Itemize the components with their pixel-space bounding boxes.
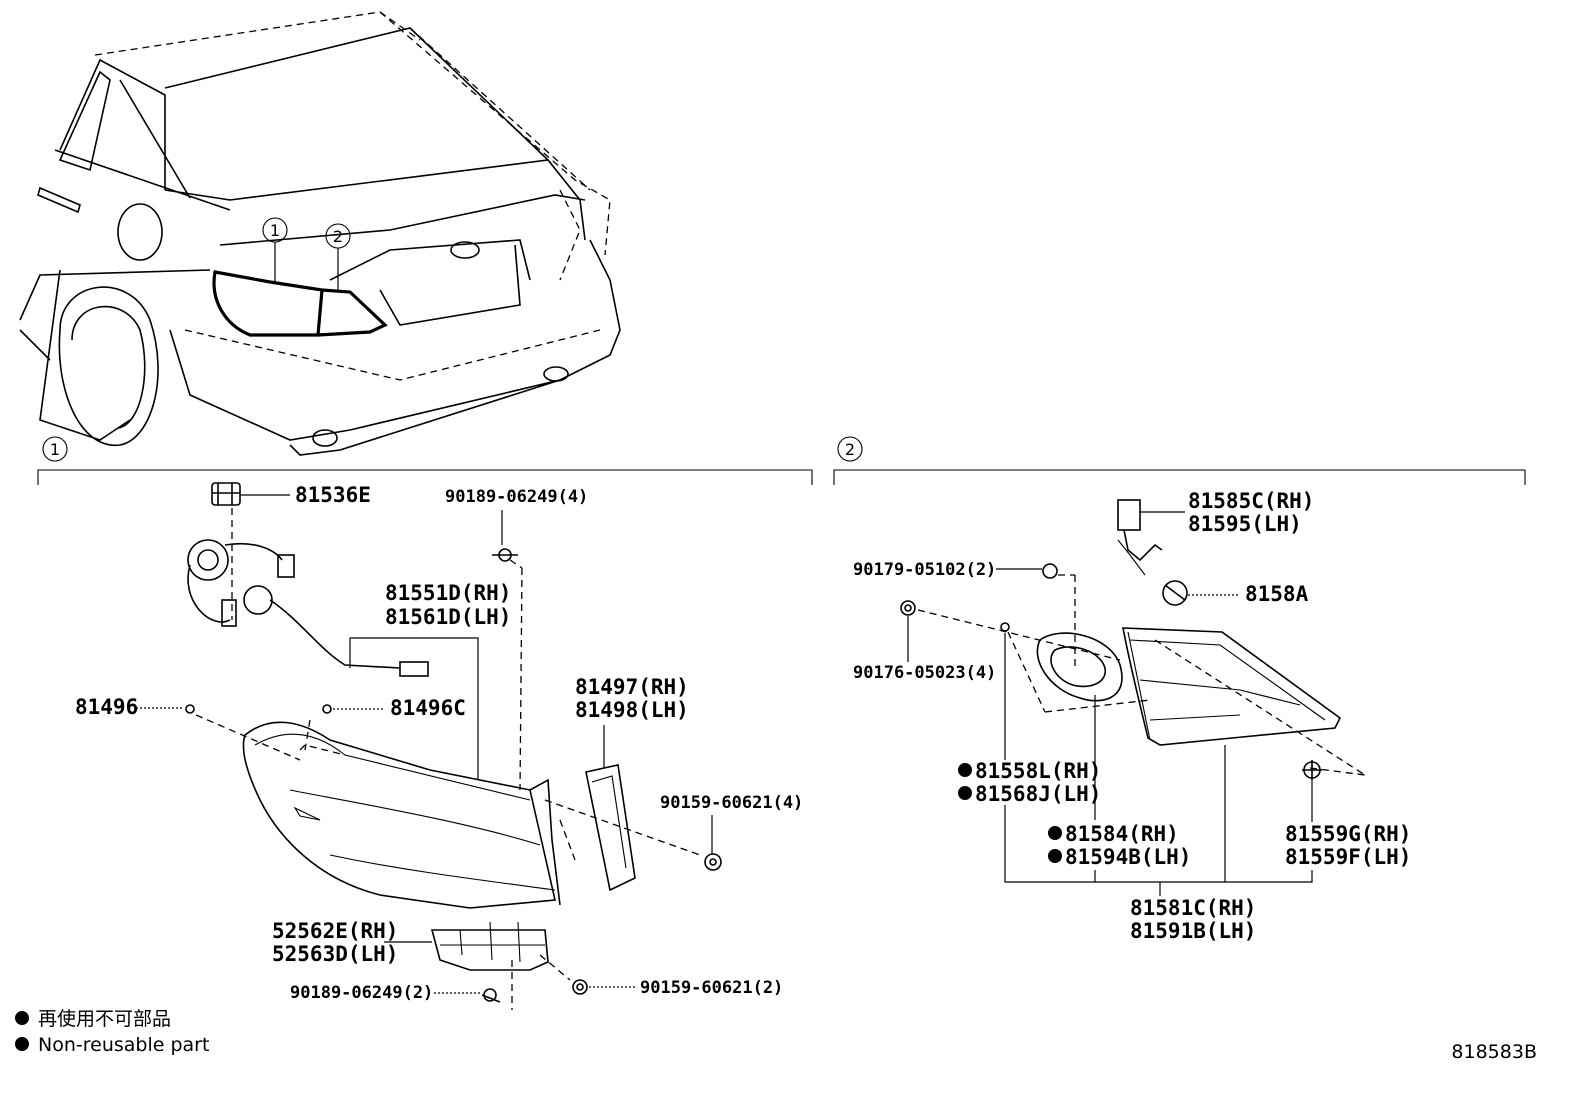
legend: 再使用不可部品 Non-reusable part [15, 1008, 209, 1056]
legend-dot-japanese [15, 1011, 29, 1025]
nut-bottom-icon [572, 979, 588, 995]
label-81497-rh: 81497(RH) [575, 675, 689, 699]
clip-81559-icon [1302, 760, 1322, 780]
section-1-marker: 1 [50, 440, 60, 459]
label-81561d-lh: 81561D(LH) [385, 605, 511, 629]
label-8158a: 8158A [1245, 582, 1309, 606]
label-81594b-lh: 81594B(LH) [1065, 845, 1191, 869]
socket-harness-icon [1117, 499, 1163, 576]
label-90179-05102-2: 90179-05102(2) [853, 560, 996, 580]
callout-number-2: 2 [333, 227, 343, 246]
callout-circle-2 [325, 223, 351, 249]
bulb-8158a-icon [1162, 580, 1188, 606]
non-reusable-dot-81558l [958, 763, 972, 777]
section-2-bracket-line [833, 469, 1526, 485]
gasket-icon [1036, 632, 1123, 702]
label-81498-lh: 81498(LH) [575, 698, 689, 722]
label-90176-05023-4: 90176-05023(4) [853, 663, 996, 683]
non-reusable-dot-81584 [1048, 826, 1062, 840]
label-81496c: 81496C [390, 696, 466, 720]
label-81585c-rh: 81585C(RH) [1188, 489, 1314, 513]
legend-dot-english [15, 1037, 29, 1051]
legend-english-text: Non-reusable part [38, 1034, 209, 1056]
label-90159-60621-4: 90159-60621(4) [660, 793, 803, 813]
label-90189-06249-4: 90189-06249(4) [445, 487, 588, 507]
cover-panel-icon [585, 764, 636, 892]
label-81558l-rh: 81558L(RH) [975, 759, 1101, 783]
section-2-marker: 2 [845, 440, 855, 459]
nut-right-icon [704, 853, 722, 871]
label-52562e-rh: 52562E(RH) [272, 919, 398, 943]
label-81568j-lh: 81568J(LH) [975, 782, 1101, 806]
section-1-outer-lamp: 1 81536E 90189-06249(4) [37, 436, 813, 1010]
callout-circle-1 [262, 217, 288, 243]
screw-90176-icon [900, 600, 916, 616]
label-81595-lh: 81595(LH) [1188, 512, 1302, 536]
section-2-inner-lamp: 2 81585C(RH) 81595(LH) 8158A 90179-05102… [833, 436, 1526, 943]
label-52563d-lh: 52563D(LH) [272, 942, 398, 966]
screw-bottom-icon [481, 988, 501, 1003]
section-1-bracket-line [37, 469, 813, 485]
wire-harness-icon [187, 539, 429, 677]
label-81581c-rh: 81581C(RH) [1130, 896, 1256, 920]
tail-lamp-lens-icon [242, 721, 561, 909]
label-81496: 81496 [75, 695, 138, 719]
bracket-icon [430, 921, 549, 971]
label-90189-06249-2: 90189-06249(2) [290, 983, 433, 1003]
diagram-id: 818583B [1451, 1041, 1537, 1063]
non-reusable-dot-81568j [958, 786, 972, 800]
non-reusable-dot-81594b [1048, 849, 1062, 863]
section-2-marker-circle [837, 436, 863, 462]
label-81559g-rh: 81559G(RH) [1285, 822, 1411, 846]
label-81584-rh: 81584(RH) [1065, 822, 1179, 846]
legend-japanese-text: 再使用不可部品 [38, 1008, 171, 1030]
section-1-marker-circle [42, 436, 68, 462]
label-81536e: 81536E [295, 483, 371, 507]
socket-81536e-icon [211, 482, 241, 620]
cushion-81496-icon [185, 704, 195, 714]
inner-lamp-icon [1122, 627, 1342, 746]
screw-90179-icon [1042, 563, 1058, 579]
label-81559f-lh: 81559F(LH) [1285, 845, 1411, 869]
callout-number-1: 1 [270, 221, 280, 240]
label-81591b-lh: 81591B(LH) [1130, 919, 1256, 943]
screw-top-icon [492, 548, 518, 562]
cushion-81496c-icon [322, 704, 332, 714]
car-rear-illustration: 1 2 [19, 11, 621, 456]
label-81551d-rh: 81551D(RH) [385, 581, 511, 605]
label-90159-60621-2: 90159-60621(2) [640, 978, 783, 998]
clip-small-icon [1000, 622, 1010, 632]
